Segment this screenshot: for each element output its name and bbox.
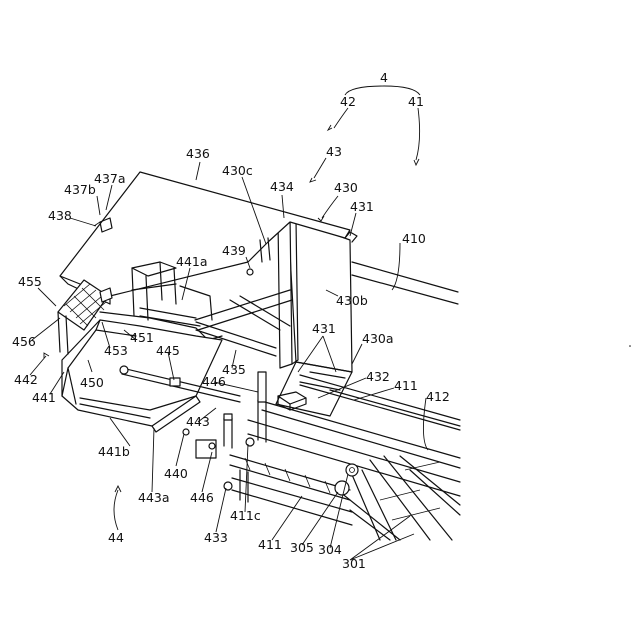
label-42: 42 xyxy=(340,94,356,109)
label-439: 439 xyxy=(222,243,246,258)
label-455: 455 xyxy=(18,274,42,289)
label-43: 43 xyxy=(326,144,342,159)
label-434: 434 xyxy=(270,179,294,194)
label-411c: 411c xyxy=(230,508,261,523)
label-4: 4 xyxy=(380,70,388,85)
label-430c: 430c xyxy=(222,163,253,178)
label-451: 451 xyxy=(130,330,154,345)
label-433: 433 xyxy=(204,530,228,545)
label-436: 436 xyxy=(186,146,210,161)
label-411-right: 411 xyxy=(394,378,418,393)
label-446-upper: 446 xyxy=(202,374,226,389)
label-443a: 443a xyxy=(138,490,170,505)
label-301: 301 xyxy=(342,556,366,571)
stray-dot xyxy=(629,345,631,347)
label-410: 410 xyxy=(402,231,426,246)
label-441: 441 xyxy=(32,390,56,405)
label-304: 304 xyxy=(318,542,342,557)
label-453: 453 xyxy=(104,343,128,358)
label-441b: 441b xyxy=(98,444,130,459)
label-411-bottom: 411 xyxy=(258,537,282,552)
label-450: 450 xyxy=(80,375,104,390)
label-445: 445 xyxy=(156,343,180,358)
label-431-mid: 431 xyxy=(312,321,336,336)
label-456: 456 xyxy=(12,334,36,349)
label-443: 443 xyxy=(186,414,210,429)
label-438: 438 xyxy=(48,208,72,223)
label-432: 432 xyxy=(366,369,390,384)
label-412: 412 xyxy=(426,389,450,404)
label-441a: 441a xyxy=(176,254,208,269)
label-442: 442 xyxy=(14,372,38,387)
label-44: 44 xyxy=(108,530,124,545)
label-41: 41 xyxy=(408,94,424,109)
label-446-lower: 446 xyxy=(190,490,214,505)
label-437b: 437b xyxy=(64,182,96,197)
label-305: 305 xyxy=(290,540,314,555)
label-430: 430 xyxy=(334,180,358,195)
label-440: 440 xyxy=(164,466,188,481)
label-437a: 437a xyxy=(94,171,126,186)
label-430a: 430a xyxy=(362,331,394,346)
label-431-top: 431 xyxy=(350,199,374,214)
label-430b: 430b xyxy=(336,293,368,308)
